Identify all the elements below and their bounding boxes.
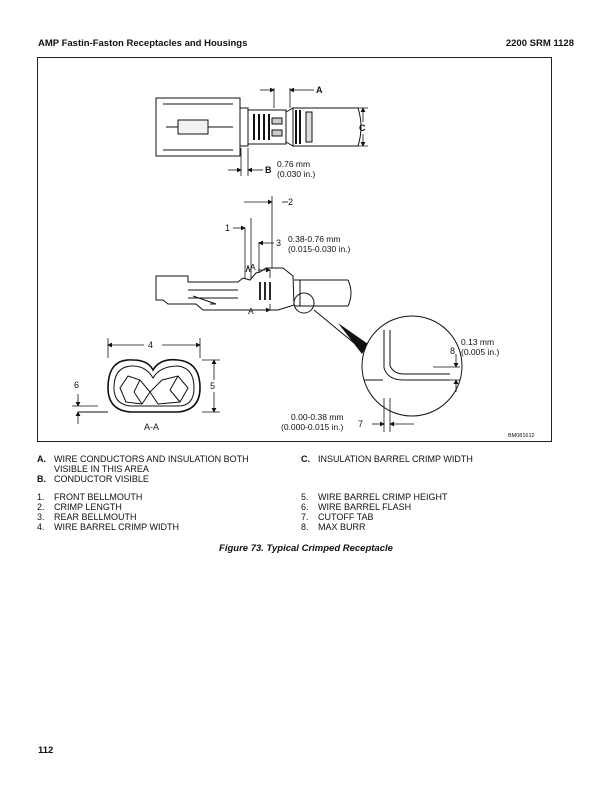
legend-item: 2. CRIMP LENGTH — [37, 502, 277, 512]
magnified-detail — [361, 315, 463, 417]
legend-text: WIRE BARREL FLASH — [318, 502, 412, 512]
legend-text: WIRE CONDUCTORS AND INSULATION BOTH VISI… — [54, 454, 249, 474]
legend-text: FRONT BELLMOUTH — [54, 492, 143, 502]
legend-key: C. — [301, 454, 310, 464]
running-header-doc-id: 2200 SRM 1128 — [505, 38, 574, 49]
page-number: 112 — [38, 745, 54, 756]
crimped-receptacle-illustration: A C B 0.76 mm (0.030 in.) — [72, 85, 535, 439]
callout-4: 4 — [148, 340, 153, 350]
legend-text: REAR BELLMOUTH — [54, 512, 137, 522]
legend-text: CRIMP LENGTH — [54, 502, 122, 512]
side-view-drawing — [155, 264, 352, 314]
legend-key: A. — [37, 454, 46, 464]
legend-key: 8. — [301, 522, 309, 532]
callout-7: 7 — [358, 419, 363, 429]
legend-item: 1. FRONT BELLMOUTH — [37, 492, 277, 502]
top-view-drawing — [155, 97, 362, 157]
legend-item: A. WIRE CONDUCTORS AND INSULATION BOTH V… — [37, 454, 277, 474]
legend-key: 6. — [301, 502, 309, 512]
legend-numbers-right: 5. WIRE BARREL CRIMP HEIGHT 6. WIRE BARR… — [301, 492, 561, 532]
figure-code: BM081612 — [508, 433, 535, 439]
dimension-7-mm: 0.00-0.38 mm — [291, 412, 343, 422]
section-a-a-drawing — [78, 358, 201, 413]
running-header-title: AMP Fastin-Faston Receptacles and Housin… — [38, 38, 248, 49]
legend-item: 5. WIRE BARREL CRIMP HEIGHT — [301, 492, 561, 502]
dimension-7-in: (0.000-0.015 in.) — [281, 422, 344, 432]
legend-item: B. CONDUCTOR VISIBLE — [37, 474, 277, 484]
legend-text: CUTOFF TAB — [318, 512, 374, 522]
legend-letters-right: C. INSULATION BARREL CRIMP WIDTH — [301, 454, 561, 464]
dimension-3-mm: 0.38-0.76 mm — [288, 234, 340, 244]
callout-8: 8 — [450, 346, 455, 356]
callout-2: 2 — [288, 197, 293, 207]
callout-5: 5 — [210, 381, 215, 391]
section-marker-bottom: A — [248, 306, 254, 316]
dimension-a-lines — [260, 87, 314, 108]
legend-key: 4. — [37, 522, 45, 532]
section-cut-lines — [258, 267, 271, 313]
legend-item: 6. WIRE BARREL FLASH — [301, 502, 561, 512]
dimension-c-lines — [338, 107, 368, 147]
callout-b: B — [265, 165, 272, 175]
legend-key: 5. — [301, 492, 309, 502]
legend-key: 3. — [37, 512, 45, 522]
legend-key: B. — [37, 474, 46, 484]
dimension-8-in: (0.005 in.) — [461, 347, 499, 357]
legend-text: WIRE BARREL CRIMP WIDTH — [54, 522, 180, 532]
legend-item: 3. REAR BELLMOUTH — [37, 512, 277, 522]
legend-text: INSULATION BARREL CRIMP WIDTH — [318, 454, 473, 464]
legend-numbers-left: 1. FRONT BELLMOUTH 2. CRIMP LENGTH 3. RE… — [37, 492, 277, 532]
legend-item: C. INSULATION BARREL CRIMP WIDTH — [301, 454, 561, 464]
dimension-3-in: (0.015-0.030 in.) — [288, 244, 351, 254]
legend-key: 1. — [37, 492, 45, 502]
detail-leader-line — [313, 309, 361, 349]
detail-leader-arrowhead — [338, 323, 368, 354]
section-label: A-A — [144, 422, 159, 432]
dimension-8-lines — [433, 354, 460, 392]
legend-text: MAX BURR — [318, 522, 366, 532]
callout-c: C — [359, 123, 366, 133]
callout-6: 6 — [74, 380, 79, 390]
section-marker-top: A — [250, 262, 256, 272]
legend-item: 4. WIRE BARREL CRIMP WIDTH — [37, 522, 277, 532]
section-dimension-lines — [72, 338, 220, 424]
callout-1: 1 — [225, 223, 230, 233]
dimension-b-mm: 0.76 mm — [277, 159, 310, 169]
callout-a: A — [316, 85, 323, 95]
figure-caption: Figure 73. Typical Crimped Receptacle — [219, 543, 393, 554]
legend-letters-left: A. WIRE CONDUCTORS AND INSULATION BOTH V… — [37, 454, 277, 484]
dimension-b-lines — [228, 148, 263, 176]
dimension-8-mm: 0.13 mm — [461, 337, 494, 347]
dimension-b-in: (0.030 in.) — [277, 169, 315, 179]
legend-text: WIRE BARREL CRIMP HEIGHT — [318, 492, 448, 502]
legend-text: CONDUCTOR VISIBLE — [54, 474, 149, 484]
figure-frame: A C B 0.76 mm (0.030 in.) — [37, 57, 552, 442]
legend-key: 7. — [301, 512, 309, 522]
legend-key: 2. — [37, 502, 45, 512]
dimension-7-lines — [372, 398, 414, 432]
callout-3: 3 — [276, 238, 281, 248]
legend-item: 8. MAX BURR — [301, 522, 561, 532]
legend-item: 7. CUTOFF TAB — [301, 512, 561, 522]
